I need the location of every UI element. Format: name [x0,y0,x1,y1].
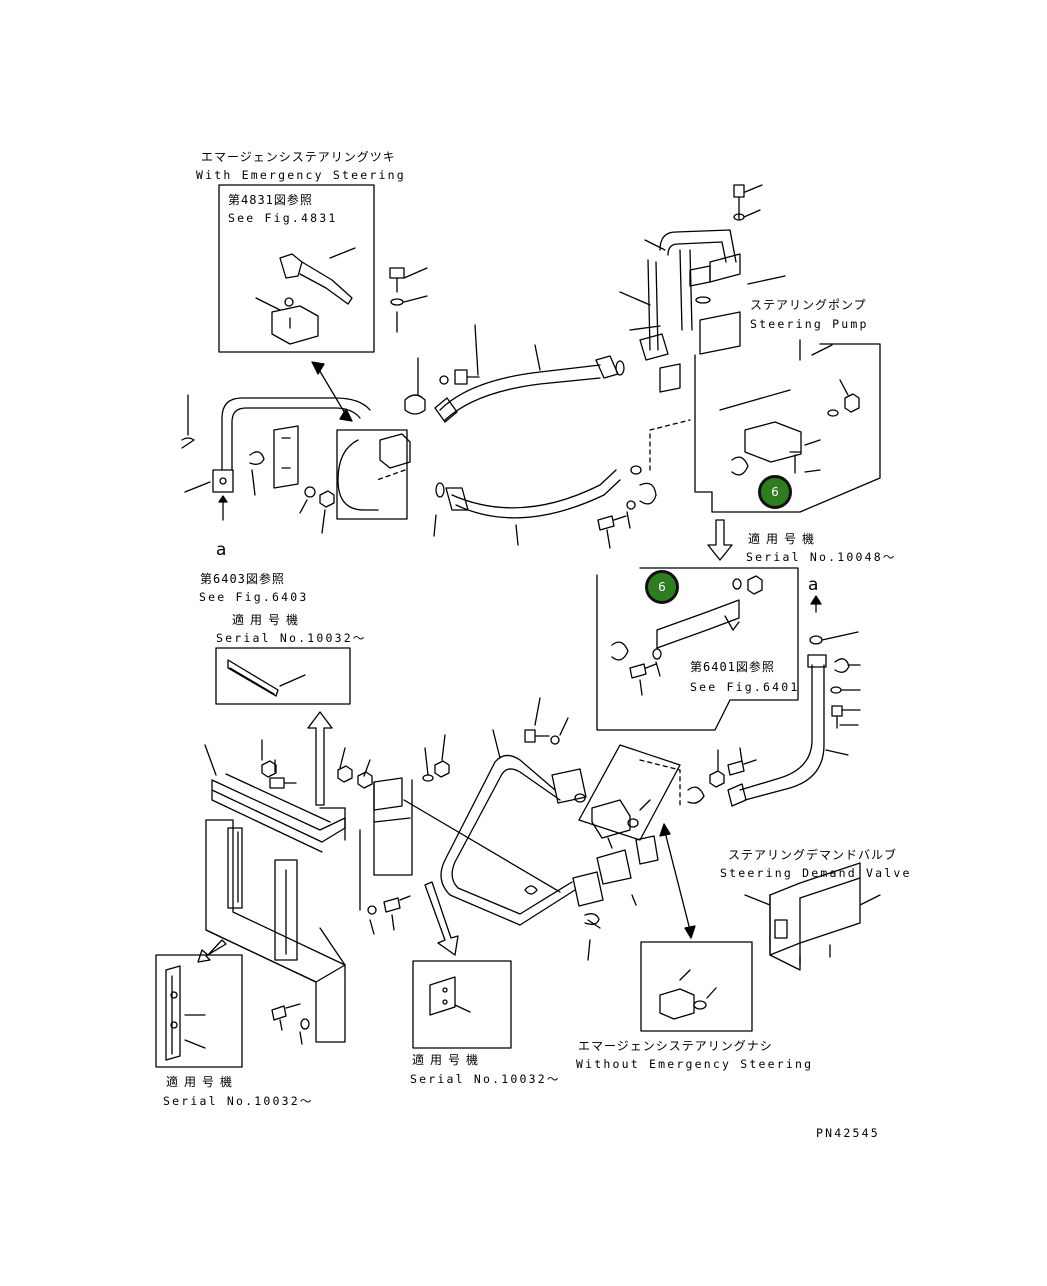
inset-mid-box [336,429,408,520]
steering-pump-jp: ステアリングポンプ [750,298,867,312]
serial-a-en: Serial No.10032～ [216,631,367,645]
steering-demand-valve-jp: ステアリングデマンドバルブ [728,848,898,862]
fig6403-jp: 第6403図参照 [200,572,285,586]
serial-10048-inset-outline [596,567,799,731]
fig6403-en: See Fig.6403 [199,590,309,604]
bracket-box [373,779,413,876]
without-emergency-en: Without Emergency Steering [576,1057,814,1071]
inset-serial-a-box [215,647,351,705]
without-emergency-jp: エマージェンシステアリングナシ [578,1039,773,1053]
serial-c-en: Serial No.10032～ [410,1072,561,1086]
fig4831-en: See Fig.4831 [228,211,338,225]
steering-demand-valve-en: Steering Demand Valve [720,866,912,880]
serial-10048-en: Serial No.10048～ [746,550,897,564]
fig4831-jp: 第4831図参照 [228,193,313,207]
ref-a-right: a [808,575,819,595]
inset-serial-c-box [412,960,512,1049]
emergency-steering-jp: エマージェンシステアリングツキ [201,150,396,164]
inset-serial-b-box [155,954,243,1068]
serial-c-jp: 適用号機 [412,1053,485,1067]
callout-6-serial[interactable]: 6 [645,570,679,604]
inset-without-emergency-box [640,941,753,1032]
steering-pump-en: Steering Pump [750,317,869,331]
serial-b-jp: 適用号機 [166,1075,239,1089]
serial-10048-jp: 適用号機 [748,532,821,546]
ref-a-top: a [216,540,227,560]
part-number: PN42545 [816,1126,880,1140]
callout-6-pump[interactable]: 6 [758,475,792,509]
inset-emergency-box [218,184,375,353]
fig6401-jp: 第6401図参照 [690,660,775,674]
serial-a-jp: 適用号機 [232,613,305,627]
pump-inset-outline [694,343,881,513]
serial-b-en: Serial No.10032～ [163,1094,314,1108]
emergency-steering-en: With Emergency Steering [196,168,406,182]
fig6401-en: See Fig.6401 [690,680,800,694]
